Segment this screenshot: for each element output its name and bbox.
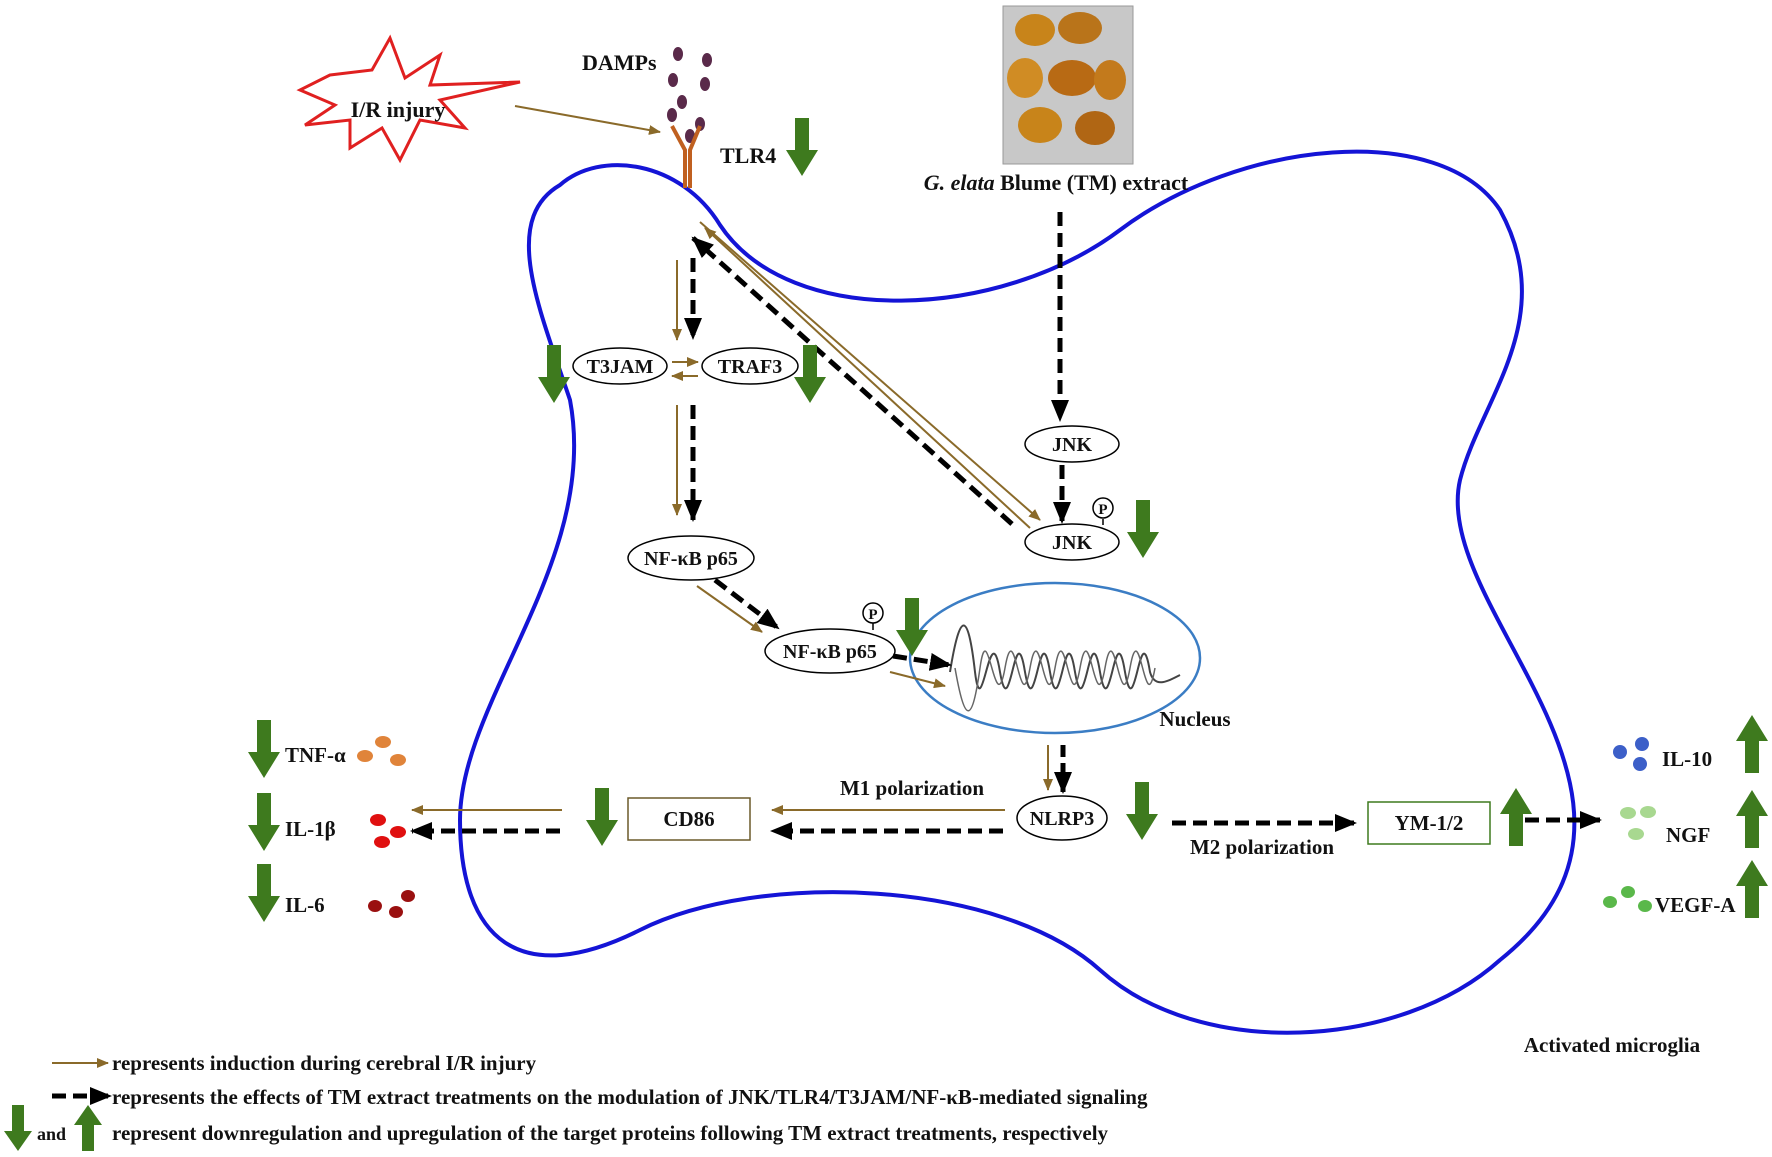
nlrp3-node: NLRP3 xyxy=(1016,795,1108,841)
pjnk-to-tlr4-induction-arrow xyxy=(704,227,1031,529)
nfkb-to-pnfkb-treatment-arrow xyxy=(713,578,780,630)
tlr4-label: TLR4 xyxy=(720,143,776,168)
t3jam-label: T3JAM xyxy=(587,356,654,378)
vegf-particles xyxy=(1603,886,1652,912)
il1b-label: IL-1β xyxy=(285,817,336,841)
vegf-label: VEGF-A xyxy=(1655,893,1736,917)
pnfkb-down-arrow xyxy=(896,598,928,656)
tlr4-to-pjnk-induction-arrow xyxy=(699,221,1041,521)
il1b-particles xyxy=(370,814,406,848)
extract-label: G. elata Blume (TM) extract xyxy=(924,170,1189,195)
legend-treatment-text: represents the effects of TM extract tre… xyxy=(112,1085,1148,1109)
tnf-label: TNF-α xyxy=(285,743,346,767)
tlr4-receptor-icon xyxy=(670,125,702,188)
jnk-node: JNK xyxy=(1024,425,1120,463)
injury-burst xyxy=(296,34,521,164)
vegf-up-arrow xyxy=(1736,860,1768,918)
cd86-down-arrow xyxy=(586,788,618,846)
nfkb-label: NF-κB p65 xyxy=(644,548,738,570)
tnf-down-arrow xyxy=(248,720,280,778)
legend-updown-text: represent downregulation and upregulatio… xyxy=(112,1121,1109,1145)
m1-polarization-label: M1 polarization xyxy=(840,776,984,800)
nlrp3-label: NLRP3 xyxy=(1030,808,1094,830)
tnf-particles xyxy=(357,736,406,766)
pjnk-node: JNK P xyxy=(1024,497,1120,561)
pnfkb-label: NF-κB p65 xyxy=(783,641,877,663)
il10-particles xyxy=(1613,737,1649,771)
pnfkb-to-nucleus-treatment-arrow xyxy=(892,652,952,671)
legend-up-arrow xyxy=(74,1105,102,1151)
nfkb-to-pnfkb-induction-arrow xyxy=(696,585,763,633)
jnk-label: JNK xyxy=(1052,434,1092,456)
pjnk-to-tlr4-treatment-arrow xyxy=(691,236,1014,526)
il10-up-arrow xyxy=(1736,715,1768,773)
ym-label: YM-1/2 xyxy=(1395,811,1464,835)
tlr4-down-arrow xyxy=(786,118,818,176)
traf3-down-arrow xyxy=(794,345,826,403)
nucleus xyxy=(908,581,1202,735)
traf3-label: TRAF3 xyxy=(718,356,782,378)
injury-to-tlr4-arrow xyxy=(514,105,661,135)
m2-polarization-label: M2 polarization xyxy=(1190,835,1334,859)
legend: represents induction during cerebral I/R… xyxy=(4,1051,1148,1151)
legend-down-arrow xyxy=(4,1105,32,1151)
cell-type-label: Activated microglia xyxy=(1524,1033,1701,1057)
legend-induction-text: represents induction during cerebral I/R… xyxy=(112,1051,537,1075)
il6-down-arrow xyxy=(248,864,280,922)
cell-membrane xyxy=(457,149,1577,1035)
t3jam-node: T3JAM xyxy=(572,347,668,385)
cd86-node: CD86 xyxy=(627,797,751,841)
pjnk-phospho-mark: P xyxy=(1098,502,1107,518)
il6-label: IL-6 xyxy=(285,893,325,917)
gelata-photo xyxy=(1002,5,1134,165)
injury-label: I/R injury xyxy=(351,97,446,122)
il6-particles xyxy=(368,890,415,918)
traf3-node: TRAF3 xyxy=(701,347,799,385)
t3jam-down-arrow xyxy=(538,345,570,403)
nlrp3-down-arrow xyxy=(1126,782,1158,840)
il1b-down-arrow xyxy=(248,793,280,851)
damps-label: DAMPs xyxy=(582,50,657,75)
ngf-label: NGF xyxy=(1666,823,1710,847)
nucleus-label: Nucleus xyxy=(1159,707,1230,731)
pnfkb-node: NF-κB p65 P xyxy=(764,602,896,674)
pjnk-down-arrow xyxy=(1127,500,1159,558)
ym-up-arrow xyxy=(1500,788,1532,846)
nfkb-node: NF-κB p65 xyxy=(627,535,755,581)
legend-and-text: and xyxy=(37,1124,66,1144)
ym-node: YM-1/2 xyxy=(1367,801,1491,845)
pnfkb-phospho-mark: P xyxy=(868,607,877,623)
cd86-label: CD86 xyxy=(663,807,714,831)
pnfkb-to-nucleus-induction-arrow xyxy=(889,671,946,689)
pjnk-label: JNK xyxy=(1052,532,1092,554)
ngf-up-arrow xyxy=(1736,790,1768,848)
il10-label: IL-10 xyxy=(1662,747,1712,771)
ngf-particles xyxy=(1620,806,1656,840)
